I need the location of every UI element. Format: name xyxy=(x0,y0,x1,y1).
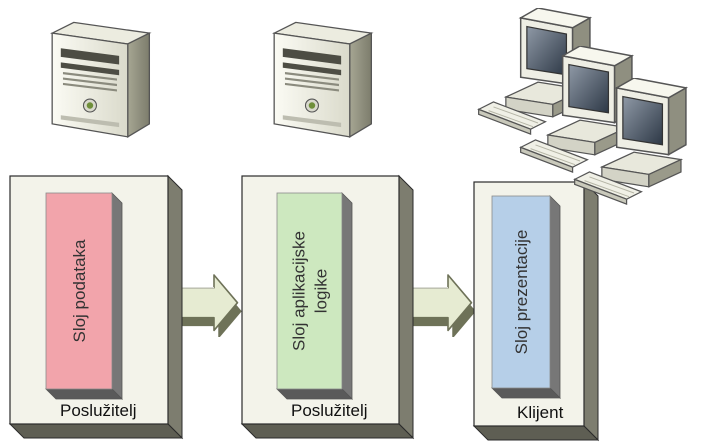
desktop-computers-icon xyxy=(477,8,687,205)
layer-block-bottom xyxy=(491,387,561,399)
server-tower-icon xyxy=(51,21,151,138)
layer-label-line: logike xyxy=(312,269,331,313)
layer-label: Sloj podataka xyxy=(70,239,89,343)
panel-side xyxy=(398,174,414,440)
panel-side xyxy=(167,174,183,440)
tier-label: Poslužitelj xyxy=(291,401,368,420)
tier-label: Poslužitelj xyxy=(60,401,137,420)
layer-block-bottom xyxy=(276,388,353,400)
panel-side xyxy=(583,180,599,442)
layer-block xyxy=(491,195,551,389)
layer-block-side xyxy=(111,192,123,400)
panel-bottom xyxy=(8,423,184,439)
layer-block-bottom xyxy=(45,388,123,400)
server-tower-icon xyxy=(273,21,373,138)
layer-block xyxy=(276,192,343,390)
layer-label-line: Sloj prezentacije xyxy=(512,230,531,355)
layer-block xyxy=(45,192,113,390)
layer-label-line: Sloj aplikacijske xyxy=(290,231,309,351)
layer-label: Sloj prezentacije xyxy=(512,230,531,355)
tier-label: Klijent xyxy=(517,403,564,422)
layer-label-line: Sloj podataka xyxy=(70,239,89,343)
layer-block-side xyxy=(341,192,353,400)
panel-bottom xyxy=(240,423,415,439)
layer-block-side xyxy=(549,195,561,399)
panel-bottom xyxy=(472,425,600,441)
